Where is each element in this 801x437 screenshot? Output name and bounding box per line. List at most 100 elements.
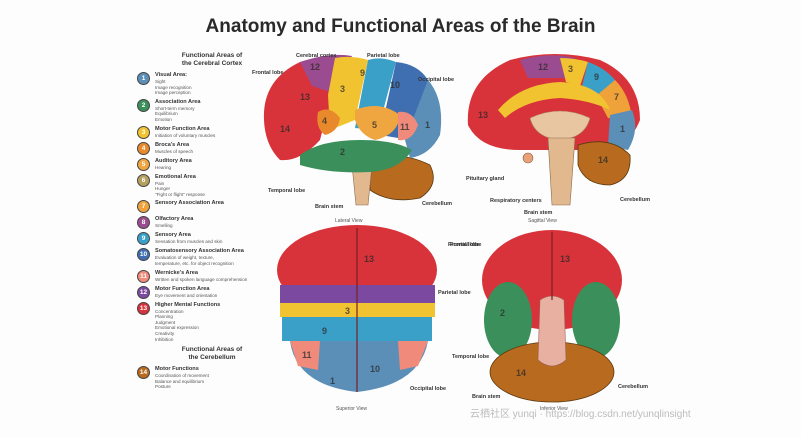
legend-item-description: Short-term memory Equilibrium Emotion: [155, 105, 195, 122]
inferior-region-label: 14: [516, 368, 526, 378]
legend-item-name: Association Area: [155, 98, 201, 105]
label-cerebellum: Cerebellum: [422, 201, 452, 207]
label-superior-frontal-lobe: Frontal lobe: [450, 242, 481, 248]
label-inferior-temporal-lobe: Temporal lobe: [452, 354, 489, 360]
sagittal-region-label: 3: [568, 64, 573, 74]
lateral-region-label: 12: [310, 62, 320, 72]
sagittal-thalamus: [529, 110, 591, 141]
sagittal-region-label: 13: [478, 110, 488, 120]
sagittal-pituitary: [522, 152, 534, 164]
legend-item-description: Hearing: [155, 164, 172, 170]
legend-cortex-heading: Functional Areas of the Cerebral Cortex: [181, 52, 243, 67]
lateral-region-label: 2: [340, 147, 345, 157]
legend-cerebellum-heading: Functional Areas of the Cerebellum: [181, 346, 243, 362]
legend-item-name: Olfactory Area: [155, 216, 194, 223]
legend-number-badge: 2: [137, 98, 150, 112]
legend-item-description: Initiation of voluntary muscles: [155, 132, 216, 138]
superior-region-label: 9: [322, 326, 327, 336]
label-brain-stem: Brain stem: [315, 204, 344, 210]
label-sagittal-cerebellum: Cerebellum: [620, 197, 650, 203]
sagittal-occipital: [608, 110, 636, 150]
label-inferior-cerebellum: Cerebellum: [618, 384, 648, 390]
lateral-broca: [317, 109, 340, 135]
legend-item-name: Somatosensory Association Area: [155, 248, 244, 255]
lateral-region-label: 14: [280, 124, 290, 134]
legend-item-description: Coordination of movement Balance and equ…: [155, 373, 209, 390]
caption-lateral-view: Lateral View: [335, 218, 363, 224]
label-occipital-lobe: Occipital lobe: [418, 77, 454, 83]
legend-item-name: Sensory Association Area: [155, 200, 224, 207]
sagittal-view: 12 3 9 7 13 1 14 Pituitary gland Respira…: [466, 54, 650, 224]
legend-item-name: Higher Mental Functions: [155, 301, 221, 308]
label-inferior-frontal-lobe: Frontal lobe: [448, 242, 479, 248]
legend-number-badge: 13: [137, 301, 150, 315]
legend-number-badge: 6: [137, 173, 150, 187]
legend-item-name: Emotional Area: [155, 173, 196, 180]
lateral-region-label: 4: [322, 116, 327, 126]
sagittal-orange: [596, 80, 632, 120]
label-superior-parietal-lobe: Parietal lobe: [438, 290, 471, 296]
caption-sagittal-view: Sagittal View: [528, 218, 557, 224]
legend-item-name: Motor Function Area: [155, 125, 210, 132]
legend-number-badge: 8: [137, 216, 150, 230]
lateral-region-label: 11: [400, 122, 410, 132]
label-parietal-lobe: Parietal lobe: [367, 53, 400, 59]
diagram-title: Anatomy and Functional Areas of the Brai…: [205, 16, 596, 37]
sagittal-cerebellum: [577, 141, 631, 186]
superior-assoc-left: [290, 341, 320, 370]
legend-item-name: Broca's Area: [155, 141, 190, 148]
label-cerebral-cortex: Cerebral cortex: [296, 53, 337, 59]
caption-inferior-view: Inferior View: [540, 406, 568, 412]
legend: Functional Areas of the Cerebral Cortex …: [137, 52, 287, 393]
legend-number-badge: 1: [137, 72, 150, 85]
legend-item-name: Wernicke's Area: [155, 269, 198, 276]
legend-item-description: Smelling: [155, 223, 173, 229]
legend-item-description: Pain Hunger "Fight or flight" response: [155, 180, 205, 197]
superior-region-label: 1: [330, 376, 335, 386]
legend-item-description: Muscles of speech: [155, 148, 194, 154]
sagittal-region-label: 14: [598, 155, 608, 165]
superior-region-label: 10: [370, 364, 380, 374]
sagittal-region-label: 7: [614, 92, 619, 102]
inferior-brainstem: [537, 295, 567, 367]
lateral-region-label: 13: [300, 92, 310, 102]
legend-number-badge: 12: [137, 285, 150, 299]
legend-item-name: Auditory Area: [155, 157, 192, 164]
label-pituitary-gland: Pituitary gland: [466, 176, 504, 182]
superior-region-label: 11: [302, 350, 312, 360]
legend-text: Sensory Association Area: [155, 200, 287, 207]
label-superior-occipital-lobe: Occipital lobe: [410, 386, 446, 392]
sagittal-brainstem: [547, 137, 576, 206]
inferior-temporal-left: [484, 282, 532, 358]
legend-number-badge: 10: [137, 248, 150, 262]
lateral-view: 14 12 9 10 3 13 4 5 11 2 1 Cerebral cort…: [252, 53, 454, 224]
legend-item-name: Visual Area:: [155, 72, 188, 78]
legend-number-badge: 3: [137, 125, 150, 139]
lateral-temporal: [300, 140, 412, 173]
sagittal-callosum: [498, 82, 610, 118]
lateral-auditory: [355, 106, 400, 140]
label-frontal-lobe: Frontal lobe: [252, 70, 283, 76]
superior-view: 13 3 9 11 10 1 Frontal lobe Parietal lob…: [277, 225, 481, 412]
superior-assoc-right: [398, 341, 428, 370]
lateral-region-label: 9: [360, 68, 365, 78]
sagittal-yellow: [560, 58, 588, 86]
inferior-region-label: 13: [560, 254, 570, 264]
superior-region-label: 3: [345, 306, 350, 316]
lateral-region-label: 1: [425, 120, 430, 130]
